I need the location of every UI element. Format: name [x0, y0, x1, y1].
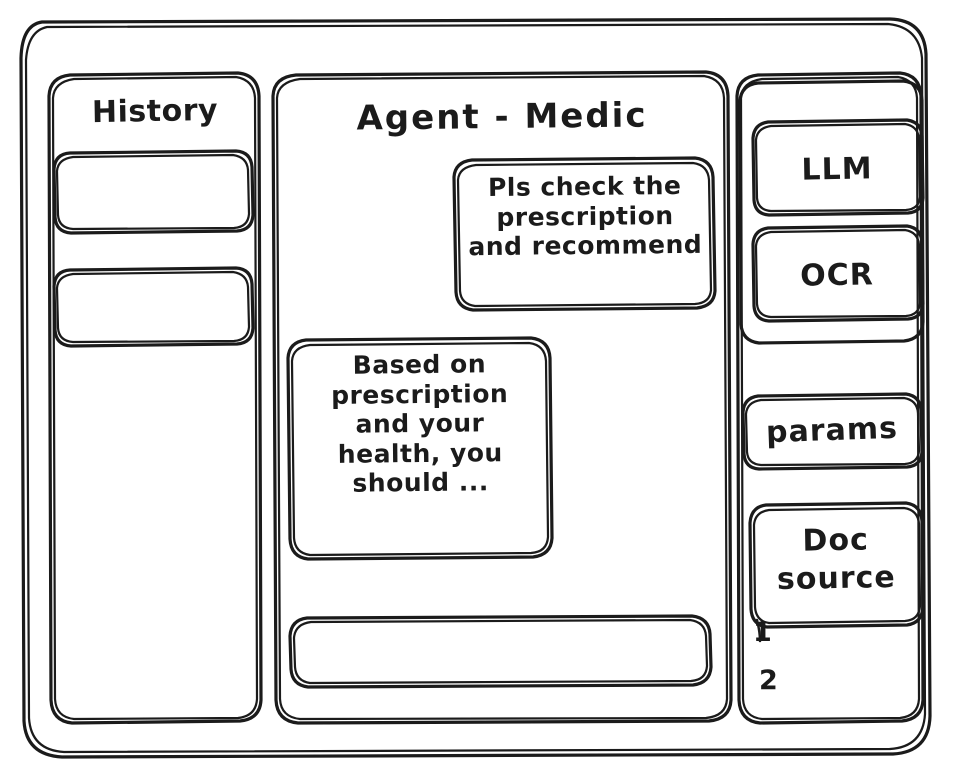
assistant-message-text: Based on prescription and your health, y…: [330, 349, 509, 498]
history-item-1-outline: [52, 149, 255, 235]
history-item-2-outline: [52, 266, 255, 348]
message-input-outline: [288, 614, 713, 689]
window-frame-outline: [19, 17, 932, 759]
doc-source-item-1[interactable]: 1: [753, 617, 773, 648]
history-panel-outline: [47, 71, 263, 725]
llm-button-label[interactable]: LLM: [801, 151, 873, 188]
llm-button-outline: [751, 118, 925, 217]
model-tools-group-outline: [738, 79, 925, 345]
history-panel-title: History: [91, 92, 219, 131]
params-button-label[interactable]: params: [765, 410, 899, 451]
params-button-outline: [741, 392, 924, 471]
ocr-button-label[interactable]: OCR: [799, 257, 875, 294]
ocr-button-outline: [751, 224, 925, 323]
doc-source-item-2[interactable]: 2: [759, 665, 779, 696]
chat-panel-title: Agent - Medic: [356, 95, 648, 139]
assistant-message-bubble-outline: [286, 336, 554, 561]
doc-source-label[interactable]: Doc source: [776, 522, 896, 597]
chat-panel-outline: [271, 70, 733, 725]
user-message-bubble-outline: [452, 156, 717, 312]
doc-source-box-outline: [748, 501, 925, 643]
user-message-text: Pls check the prescription and recommend: [468, 170, 703, 262]
